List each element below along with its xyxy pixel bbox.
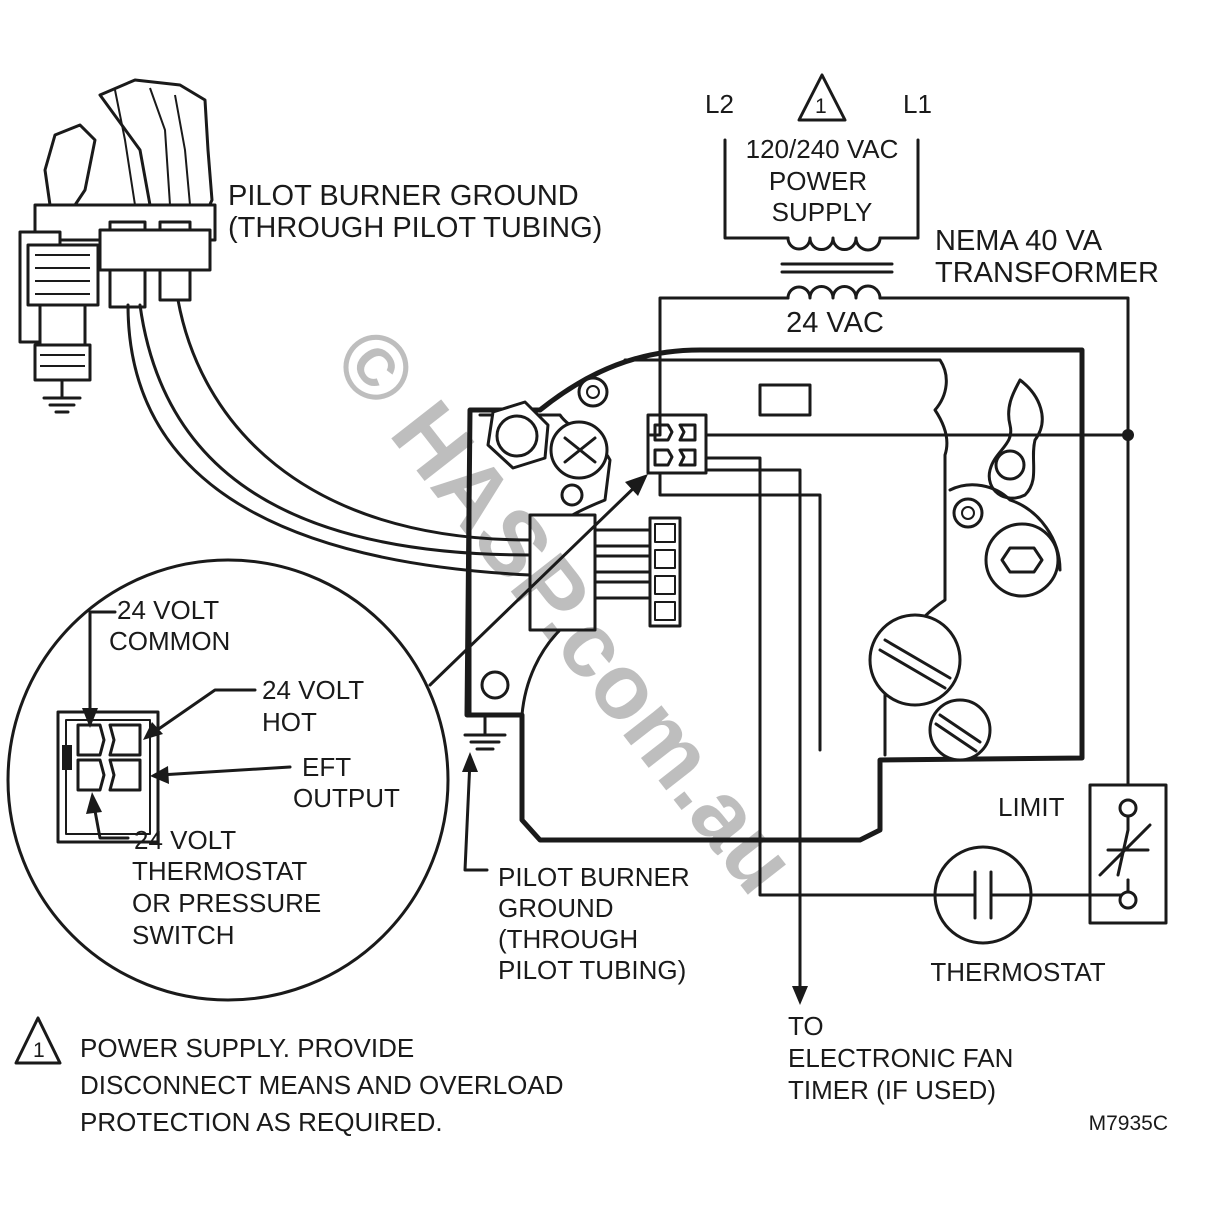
limit-switch: [1088, 783, 1168, 925]
gas-valve: [464, 347, 1085, 843]
svg-text:PILOT BURNER GROUND: PILOT BURNER GROUND: [228, 180, 579, 212]
volt-common-label: 24 VOLT: [117, 595, 219, 625]
power-supply-label: 120/240 VAC POWER SUPPLY: [746, 134, 899, 227]
svg-text:DISCONNECT MEANS AND OVERLOAD: DISCONNECT MEANS AND OVERLOAD: [80, 1070, 564, 1100]
svg-text:GROUND: GROUND: [498, 893, 614, 923]
pilot-burner-assembly: [18, 78, 217, 414]
limit-label: LIMIT: [998, 792, 1065, 822]
thermostat-label: THERMOSTAT: [930, 957, 1105, 987]
transformer: [780, 236, 894, 300]
svg-text:(THROUGH PILOT TUBING): (THROUGH PILOT TUBING): [228, 212, 602, 244]
pilot-ground-top-label: PILOT BURNER GROUND (THROUGH PILOT TUBIN…: [228, 180, 602, 244]
pilot-wires: [126, 298, 532, 577]
hex-nut: [486, 400, 550, 470]
svg-text:PILOT BURNER: PILOT BURNER: [498, 862, 690, 892]
transformer-label: NEMA 40 VA TRANSFORMER: [935, 225, 1159, 289]
label-l1: L1: [903, 89, 932, 119]
note-marker-bottom: 1: [33, 1039, 45, 1062]
connector-detail-labels: 24 VOLT COMMON 24 VOLT HOT EFT OUTPUT 24…: [109, 595, 400, 950]
regulator-cam: [948, 378, 1062, 598]
svg-text:SWITCH: SWITCH: [132, 920, 235, 950]
small-screw: [577, 376, 609, 408]
watermark: © HASP.com.au: [314, 310, 816, 912]
svg-text:OR PRESSURE: OR PRESSURE: [132, 888, 321, 918]
svg-text:ELECTRONIC FAN: ELECTRONIC FAN: [788, 1043, 1013, 1073]
svg-text:PILOT TUBING): PILOT TUBING): [498, 955, 686, 985]
pilot-ground-bottom-label: PILOT BURNER GROUND (THROUGH PILOT TUBIN…: [498, 862, 690, 985]
power-supply: [723, 73, 920, 240]
svg-text:120/240 VAC: 120/240 VAC: [746, 134, 899, 164]
power-supply-note: POWER SUPPLY. PROVIDE DISCONNECT MEANS A…: [80, 1033, 564, 1137]
svg-text:PROTECTION AS REQUIRED.: PROTECTION AS REQUIRED.: [80, 1107, 443, 1137]
svg-text:OUTPUT: OUTPUT: [293, 783, 400, 813]
volt-thermostat-label: 24 VOLT: [134, 825, 236, 855]
valve-ground-symbol: [462, 713, 507, 872]
pilot-terminal-strip: [528, 513, 682, 632]
note-warning-triangle: [14, 1016, 62, 1065]
svg-text:TO: TO: [788, 1011, 824, 1041]
svg-text:(THROUGH: (THROUGH: [498, 924, 638, 954]
label-l2: L2: [705, 89, 734, 119]
valve-connector: [646, 413, 708, 475]
svg-text:SUPPLY: SUPPLY: [772, 197, 873, 227]
svg-text:HOT: HOT: [262, 707, 317, 737]
volt-hot-label: 24 VOLT: [262, 675, 364, 705]
svg-text:NEMA 40 VA: NEMA 40 VA: [935, 225, 1103, 257]
figure-id: M7935C: [1089, 1112, 1168, 1135]
secondary-voltage-label: 24 VAC: [786, 307, 884, 339]
ground-symbol: [42, 378, 82, 414]
note-marker-top: 1: [815, 95, 827, 118]
wiring: [648, 296, 1134, 1005]
phillips-screw: [549, 420, 609, 480]
svg-text:POWER: POWER: [769, 166, 867, 196]
svg-text:THERMOSTAT: THERMOSTAT: [132, 856, 307, 886]
svg-text:POWER SUPPLY. PROVIDE: POWER SUPPLY. PROVIDE: [80, 1033, 414, 1063]
thermostat-symbol: [933, 845, 1034, 945]
fan-timer-label: TO ELECTRONIC FAN TIMER (IF USED): [788, 1011, 1013, 1105]
svg-text:COMMON: COMMON: [109, 626, 230, 656]
adjust-screw-small: [928, 698, 992, 762]
connector-detail: [6, 474, 648, 1002]
svg-text:TIMER (IF USED): TIMER (IF USED): [788, 1075, 996, 1105]
eft-output-label: EFT: [302, 752, 351, 782]
adjust-screw-large: [868, 613, 962, 707]
svg-text:TRANSFORMER: TRANSFORMER: [935, 257, 1159, 289]
